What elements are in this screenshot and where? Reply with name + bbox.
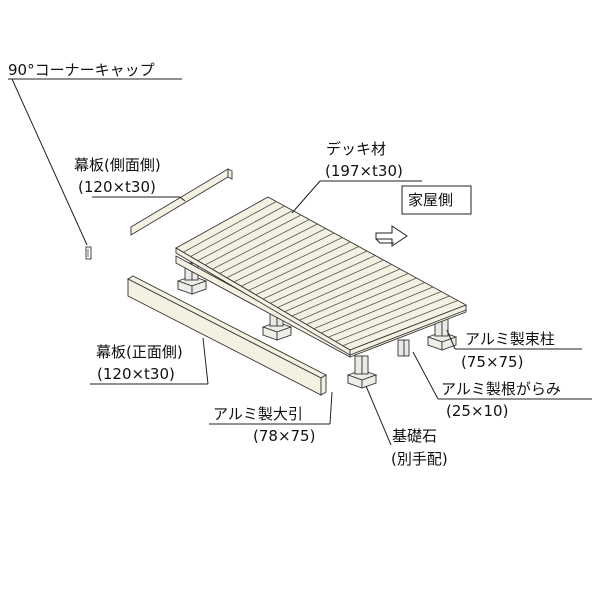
- deck-board-seam: [226, 228, 326, 279]
- deck-board-seam: [328, 291, 442, 338]
- arrow-right-outline-icon: [375, 225, 408, 247]
- deck-board-label: デッキ材: [326, 140, 386, 158]
- deck-board-seam: [284, 264, 392, 313]
- house-side-label: 家屋側: [408, 191, 453, 209]
- foundation-label: 基礎石: [392, 427, 437, 445]
- deck-board-seam: [262, 250, 368, 300]
- deck-board-seam: [291, 268, 401, 317]
- front-skirt-size: (120×t30): [97, 365, 175, 383]
- deck-board-seam: [320, 286, 434, 334]
- deck-board-seam: [342, 300, 458, 347]
- front-skirt-board: [127, 275, 327, 396]
- side-skirt-label: 幕板(側面側): [74, 156, 161, 174]
- front-skirt-label: 幕板(正面側): [96, 343, 183, 361]
- deck-board-size: (197×t30): [325, 162, 403, 180]
- side-skirt-size: (120×t30): [78, 178, 156, 196]
- deck-board-seam: [183, 201, 277, 253]
- deck-board-seam: [299, 273, 409, 321]
- deck-board-seam: [270, 255, 376, 304]
- deck-board-seams: [183, 201, 458, 347]
- deck-board-seam: [233, 232, 335, 283]
- deck-board-seam: [277, 259, 384, 308]
- foundation-note: (別手配): [391, 450, 448, 468]
- labels: 90°コーナーキャップ 幕板(側面側) (120×t30) デッキ材 (197×…: [8, 61, 561, 468]
- corner-cap: [85, 246, 92, 260]
- beam-size: (78×75): [253, 427, 315, 445]
- deck-board-seam: [306, 277, 417, 325]
- deck-board-seam: [204, 214, 302, 266]
- brace-size: (25×10): [446, 402, 508, 420]
- deck-board-seam: [212, 219, 310, 270]
- post-size: (75×75): [461, 353, 523, 371]
- support-post: [397, 339, 410, 357]
- corner-cap-label: 90°コーナーキャップ: [8, 61, 155, 79]
- leader-lines: [8, 78, 592, 446]
- brace-label: アルミ製根がらみ: [441, 380, 561, 398]
- deck-board-seam: [248, 241, 351, 291]
- deck-board-seam: [197, 210, 293, 262]
- beam-label: アルミ製大引: [213, 405, 303, 423]
- house-side-box: [401, 185, 472, 215]
- side-skirt-board: [130, 168, 233, 236]
- support-post: [354, 355, 369, 375]
- deck-board-seam: [313, 282, 425, 330]
- deck-board-seam: [219, 223, 318, 274]
- deck-assembly: [175, 196, 468, 389]
- deck-board-seam: [190, 205, 285, 257]
- deck-board-seam: [335, 295, 450, 342]
- post-label: アルミ製束柱: [465, 330, 555, 348]
- foundation-stone: [261, 321, 293, 341]
- deck-board-seam: [255, 246, 359, 296]
- deck-board-seam: [241, 237, 343, 287]
- deck-surface: [175, 196, 468, 356]
